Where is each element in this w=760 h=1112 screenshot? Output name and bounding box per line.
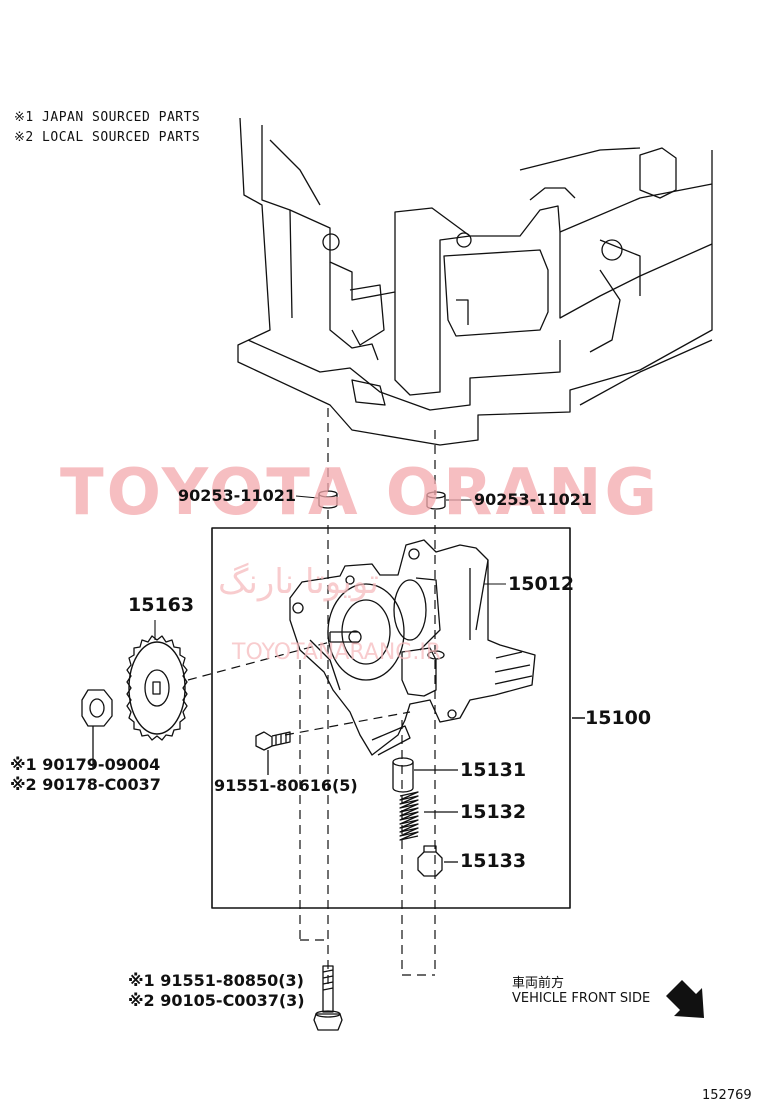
- part-label-nut-1: ※1 90179-09004: [10, 755, 161, 774]
- part-label-small-bolt: 91551-80616(5): [214, 776, 358, 795]
- dowel-pins: [319, 491, 445, 509]
- part-label-long-bolt-2: ※2 90105-C0037(3): [128, 991, 305, 1010]
- plug-drawing: [418, 846, 458, 876]
- figure-number: 152769: [702, 1088, 752, 1103]
- note-local-sourced: ※2 LOCAL SOURCED PARTS: [14, 130, 201, 145]
- relief-valve-drawing: [393, 758, 458, 792]
- spring-drawing: [400, 792, 458, 840]
- part-label-nut-2: ※2 90178-C0037: [10, 775, 161, 794]
- nut-drawing: [82, 690, 112, 768]
- pump-body-drawing: [290, 540, 535, 755]
- watermark-persian: تویوتا نارنگ: [218, 562, 379, 602]
- part-label-pump-assy: 15100: [585, 707, 652, 729]
- alignment-lines: [188, 408, 435, 985]
- long-bolt-drawing: [314, 966, 342, 1030]
- leader-lines: [155, 496, 506, 640]
- part-label-plug: 15133: [460, 850, 527, 872]
- part-label-long-bolt-1: ※1 91551-80850(3): [128, 971, 304, 990]
- assembly-box: [212, 528, 570, 908]
- watermark-url: TOYOTANARANG.IR: [232, 640, 442, 665]
- part-label-pump-body: 15012: [508, 573, 575, 595]
- part-label-dowel-left: 90253-11021: [178, 486, 296, 505]
- part-label-relief-valve: 15131: [460, 759, 527, 781]
- note-japan-sourced: ※1 JAPAN SOURCED PARTS: [14, 110, 201, 125]
- watermark-main: TOYOTA ORANG: [60, 456, 661, 530]
- part-label-dowel-right: 90253-11021: [474, 490, 592, 509]
- vehicle-front-arrow-icon: [666, 980, 704, 1018]
- small-bolt-drawing: [256, 732, 290, 775]
- direction-english: VEHICLE FRONT SIDE: [512, 991, 651, 1006]
- sprocket-drawing: [127, 636, 187, 740]
- part-label-sprocket: 15163: [128, 594, 195, 616]
- direction-japanese: 車両前方: [512, 976, 565, 991]
- part-label-spring: 15132: [460, 801, 527, 823]
- engine-block-drawing: [238, 118, 712, 445]
